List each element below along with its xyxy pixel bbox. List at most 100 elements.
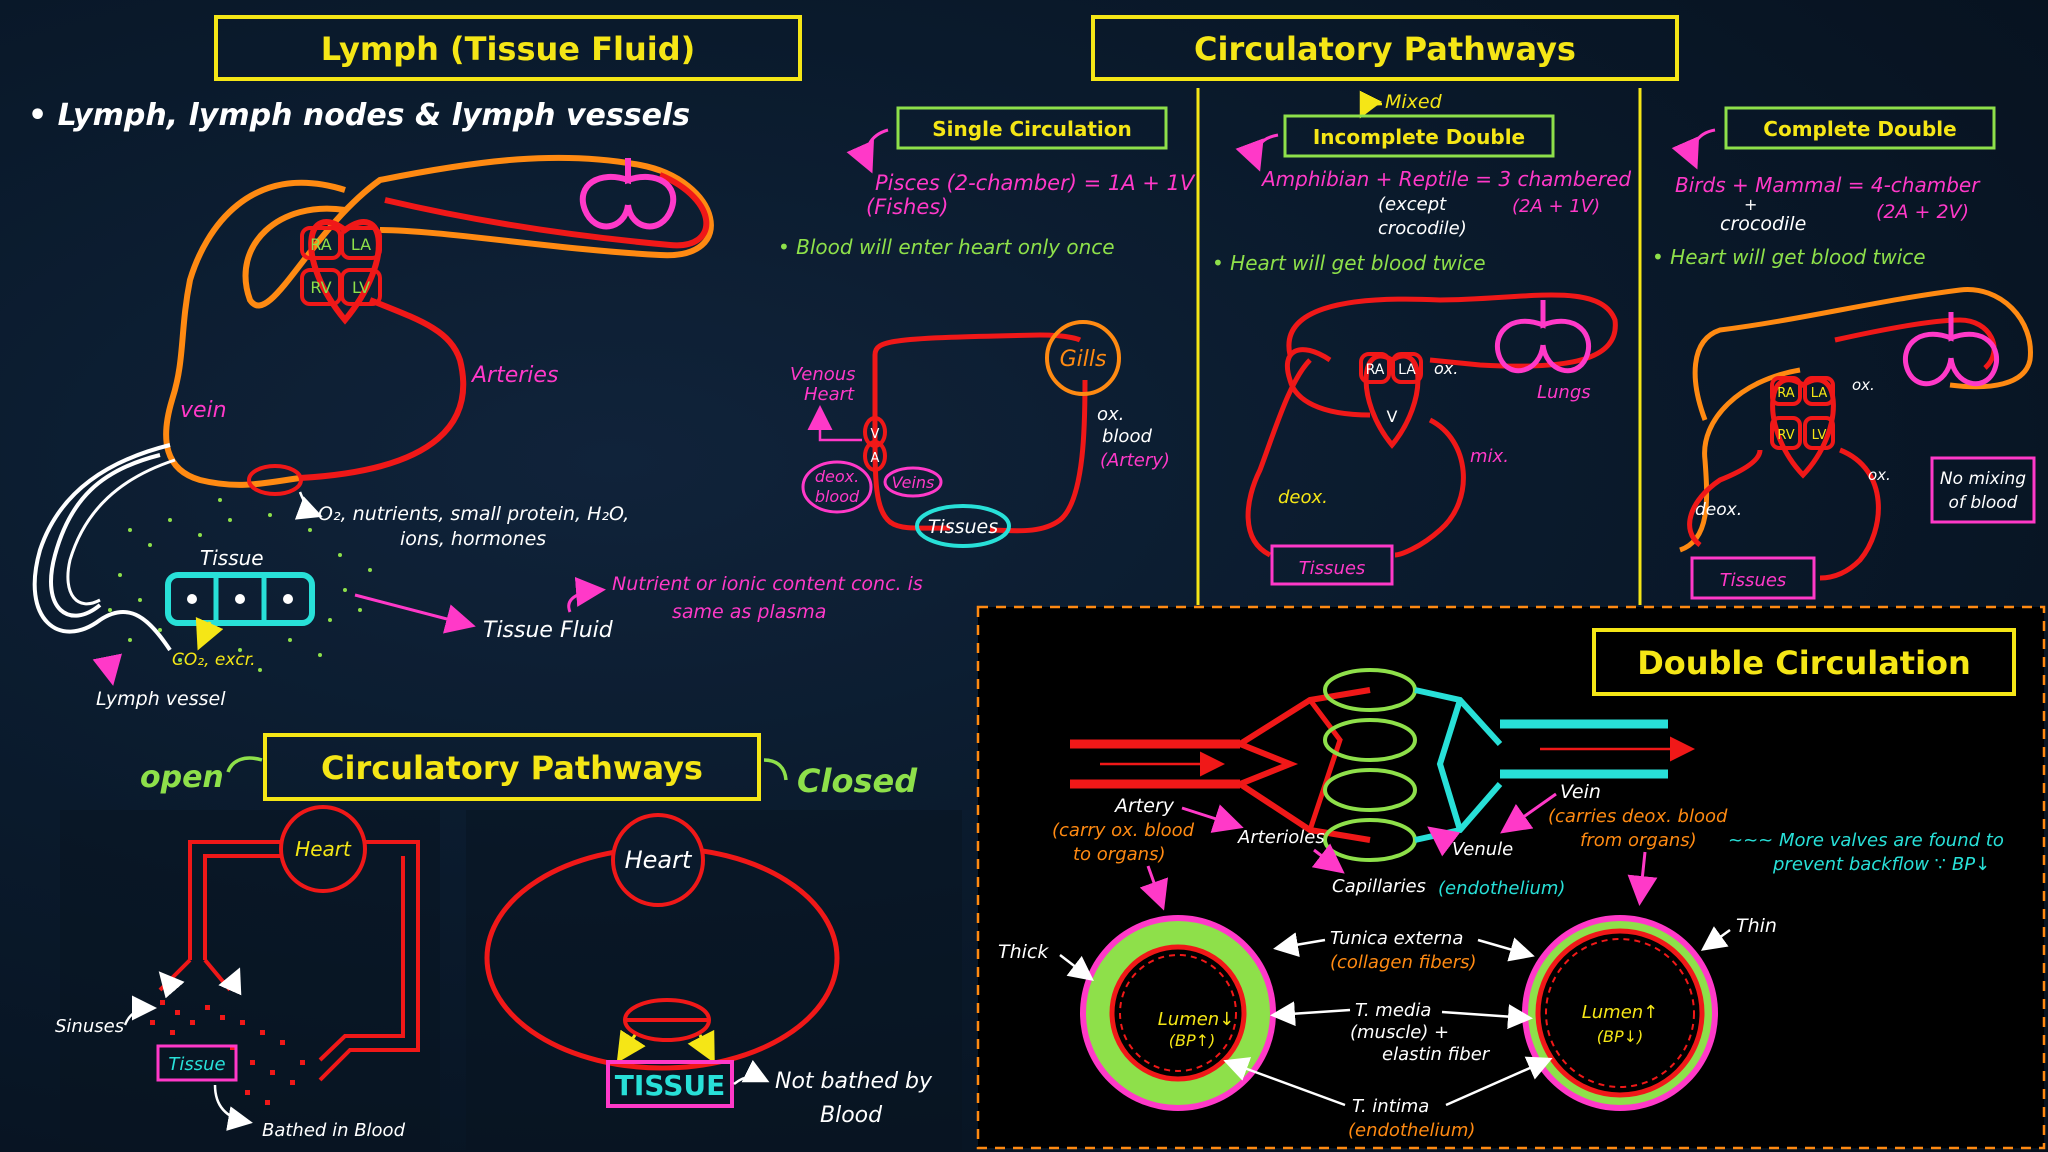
complete-title: Complete Double — [1763, 117, 1956, 141]
double-title: Double Circulation — [1637, 644, 1971, 682]
double-venule: Venule — [1452, 839, 1513, 860]
lymph-lungs — [579, 158, 677, 230]
double-intima-left — [1223, 1057, 1346, 1107]
incomplete-title: Incomplete Double — [1313, 125, 1525, 149]
complete-ox-mid: ox. — [1868, 466, 1891, 484]
lymph-section: Lymph (Tissue Fluid) • Lymph, lymph node… — [28, 15, 923, 710]
single-a: A — [871, 451, 880, 466]
single-venous-heart-2: Heart — [804, 384, 855, 405]
open-sinus-arrow — [158, 971, 185, 999]
double-collagen: (collagen fibers) — [1330, 952, 1477, 973]
artery-cross-section: Lumen↓ (BP↑) — [1080, 915, 1276, 1111]
incomplete-la: LA — [1398, 362, 1416, 378]
complete-rv: RV — [1777, 428, 1794, 443]
complete-ox-top: ox. — [1852, 376, 1875, 394]
closed-tissue: TISSUE — [615, 1069, 725, 1102]
double-venule-pointer — [1427, 826, 1461, 857]
lymph-waste: CO₂, excr. — [172, 650, 256, 670]
lymph-capillary-bed — [247, 464, 303, 496]
complete-line-1: Birds + Mammal = 4-chamber — [1675, 173, 1981, 197]
closed-not-bathed-arrow — [733, 1059, 770, 1085]
closed-not-bathed-1: Not bathed by — [775, 1069, 933, 1094]
incomplete-lungs — [1494, 300, 1592, 374]
single-loop — [872, 332, 1088, 534]
lumen-right-2: (BP↓) — [1597, 1027, 1644, 1046]
single-tissues: Tissues — [928, 516, 998, 538]
single-line-2: (Fishes) — [866, 195, 948, 219]
single-gills-circle — [1045, 320, 1121, 396]
double-capillaries: Capillaries — [1332, 876, 1426, 897]
complete-double-panel: Complete Double Birds + Mammal = 4-chamb… — [1652, 106, 2036, 600]
complete-no-mixing-1: No mixing — [1940, 469, 2026, 489]
lymph-note-arrow — [567, 576, 606, 613]
double-externa-left — [1273, 932, 1326, 957]
pathways-closed-arrow — [763, 758, 788, 781]
lymph-note-2: same as plasma — [672, 601, 826, 623]
pathways-bottom-title-box — [263, 733, 761, 801]
complete-title-arrow — [1671, 128, 1716, 170]
single-v: V — [871, 427, 880, 442]
complete-tissues: Tissues — [1720, 570, 1787, 591]
single-heart-a — [863, 440, 887, 472]
incomplete-line-2: (except — [1378, 194, 1447, 215]
incomplete-ra: RA — [1366, 362, 1385, 378]
incomplete-mix: mix. — [1470, 446, 1509, 467]
complete-orange-loop — [1679, 287, 2033, 553]
lymph-rv: RV — [310, 278, 331, 297]
complete-no-mixing-box — [1930, 456, 2036, 524]
double-endothelium-2: (endothelium) — [1348, 1120, 1475, 1141]
double-artery-note-1: (carry ox. blood — [1052, 820, 1195, 841]
pathways-bottom-title: Circulatory Pathways — [321, 749, 703, 787]
complete-no-mixing-2: of blood — [1949, 493, 2018, 513]
double-elastin: elastin fiber — [1382, 1044, 1491, 1065]
complete-line-2: crocodile — [1720, 213, 1806, 235]
vein-cross-section: Lumen↑ (BP↓) — [1522, 915, 1718, 1111]
single-heart-v — [863, 416, 887, 448]
single-deox-1: deox. — [815, 467, 859, 486]
incomplete-heart: RA LA V — [1359, 352, 1423, 449]
complete-bullet: • Heart will get blood twice — [1652, 245, 1926, 269]
open-heart-circle — [279, 805, 367, 893]
double-media-left — [1270, 1001, 1351, 1027]
complete-tissues-box — [1690, 556, 1816, 600]
single-circulation-panel: Single Circulation Pisces (2-chamber) = … — [778, 106, 1196, 548]
complete-ra: RA — [1777, 386, 1795, 401]
complete-line-3: (2A + 2V) — [1876, 201, 1969, 223]
closed-heart: Heart — [625, 846, 693, 874]
incomplete-title-arrow — [1235, 133, 1279, 172]
lymph-bullet: • Lymph, lymph nodes & lymph vessels — [28, 98, 690, 133]
closed-not-bathed-2: Blood — [820, 1103, 883, 1128]
double-artery-down — [1139, 865, 1169, 911]
incomplete-line-1: Amphibian + Reptile = 3 chambered — [1260, 167, 1631, 191]
double-thin-arrow — [1700, 926, 1731, 951]
lymph-vein-label: vein — [180, 398, 227, 423]
single-line-1: Pisces (2-chamber) = 1A + 1V — [875, 171, 1196, 195]
lymph-tissue-fluid: Tissue Fluid — [483, 618, 614, 643]
single-venous-arrow — [807, 405, 862, 442]
double-vein-note-1: (carries deox. blood — [1548, 806, 1728, 827]
lymph-title-box — [214, 15, 802, 81]
open-vessel-right — [318, 840, 420, 1082]
incomplete-tissues-box — [1270, 544, 1394, 586]
incomplete-lungs-label: Lungs — [1537, 382, 1591, 403]
single-gills: Gills — [1060, 347, 1107, 372]
closed-tissue-arrow-r — [687, 1029, 715, 1064]
double-title-box — [1592, 628, 2016, 696]
incomplete-deox: deox. — [1278, 487, 1328, 508]
incomplete-double-panel: Mixed Incomplete Double Amphibian + Rept… — [1212, 90, 1631, 586]
single-ox-2: blood — [1102, 426, 1152, 447]
single-ox-1: ox. — [1097, 404, 1124, 425]
closed-heart-circle — [611, 813, 705, 907]
single-title: Single Circulation — [932, 117, 1131, 141]
lymph-waste-arrow — [195, 617, 224, 651]
complete-plus: + — [1744, 195, 1757, 214]
double-thick-arrow — [1059, 954, 1094, 982]
double-intima-right — [1445, 1056, 1553, 1107]
lymph-tissue-fluid-arrow — [354, 593, 476, 634]
lymph-lv: LV — [352, 278, 370, 297]
double-media-right — [1441, 1004, 1533, 1030]
lumen-right-1: Lumen↑ — [1582, 1002, 1659, 1023]
incomplete-line-3: crocodile) — [1378, 218, 1467, 239]
pathways-top-title-box — [1091, 15, 1679, 81]
single-title-box — [896, 106, 1168, 150]
